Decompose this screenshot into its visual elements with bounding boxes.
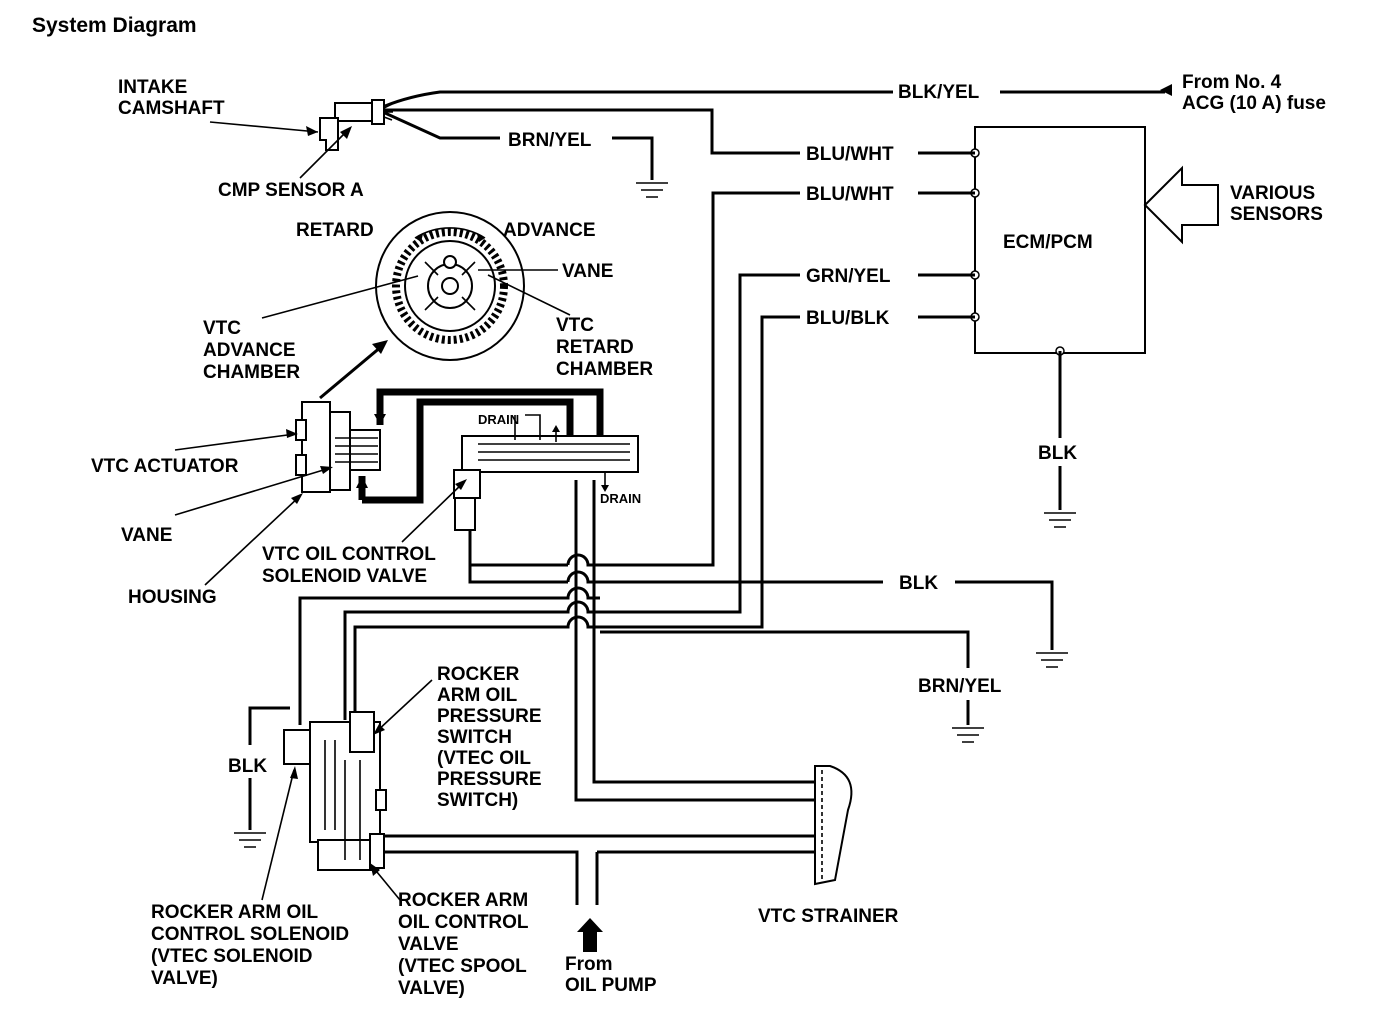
leader-line (299, 127, 351, 179)
arrowhead-icon (291, 493, 303, 504)
vane-top-label: VANE (562, 261, 613, 282)
arrowhead-icon (340, 126, 352, 139)
ground-icon (1036, 652, 1068, 668)
ecm-pcm-label: ECM/PCM (1003, 232, 1093, 253)
arrowhead-icon (372, 340, 388, 354)
vtc-vane-gear-icon (375, 211, 525, 361)
ground-icon (234, 832, 266, 848)
wire-brn-yel-mid: BRN/YEL (918, 676, 1002, 697)
vtc-oil-control-valve-icon (453, 414, 639, 531)
fuse-arrow-icon (1160, 84, 1172, 96)
cmp-sensor-icon (319, 99, 393, 151)
wire-brn-yel-top: BRN/YEL (508, 130, 592, 151)
arrowhead-icon (306, 126, 318, 136)
from-oil-pump-label: From OIL PUMP (565, 954, 657, 996)
rocker-arm-valve-label: ROCKER ARM OIL CONTROL VALVE (VTEC SPOOL… (398, 890, 533, 999)
leader-line (487, 274, 571, 316)
arrowhead-icon (373, 724, 385, 735)
wire-blu-wht-2: BLU/WHT (806, 184, 894, 205)
arrowhead-icon (320, 466, 333, 474)
ground-icon (952, 727, 984, 743)
leader-line (204, 495, 301, 586)
rocker-arm-solenoid-label: ROCKER ARM OIL CONTROL SOLENOID (VTEC SO… (151, 902, 354, 989)
wire-blk-ecm: BLK (1038, 443, 1077, 464)
vtc-actuator-icon (295, 401, 381, 493)
wire-blk-yel: BLK/YEL (898, 82, 980, 103)
diagram-title: System Diagram (32, 14, 197, 37)
wire-blk-left: BLK (228, 756, 267, 777)
oil-pump-arrow-icon (577, 918, 603, 952)
wire-blu-blk: BLU/BLK (806, 308, 890, 329)
ecm-pcm-box (974, 126, 1146, 354)
ground-icon (636, 182, 668, 198)
drain-right-label: DRAIN (600, 491, 641, 506)
advance-label: ADVANCE (503, 220, 596, 241)
leader-line (261, 275, 419, 319)
from-fuse-label: From No. 4 ACG (10 A) fuse (1182, 72, 1326, 114)
leader-line (174, 467, 331, 516)
wire-blu-wht-1: BLU/WHT (806, 144, 894, 165)
vane-left-label: VANE (121, 525, 172, 546)
intake-camshaft-label: INTAKE CAMSHAFT (118, 77, 225, 119)
vtc-actuator-label: VTC ACTUATOR (91, 456, 239, 477)
leader-line (209, 121, 319, 133)
wire-blk-mid: BLK (899, 573, 938, 594)
wire-grn-yel: GRN/YEL (806, 266, 891, 287)
ground-icon (1044, 512, 1076, 528)
rocker-arm-assembly-icon (283, 711, 387, 871)
arrowhead-icon (370, 863, 380, 876)
retard-label: RETARD (296, 220, 374, 241)
leader-line (174, 433, 296, 451)
vtc-strainer-label: VTC STRAINER (758, 906, 899, 927)
various-sensors-arrow-icon (1143, 165, 1219, 245)
arrowhead-icon (455, 479, 467, 490)
leader-line (375, 679, 433, 733)
oil-passages (356, 388, 604, 504)
oil-supply-pipe (378, 480, 815, 905)
leader-line (401, 481, 465, 543)
arrowhead-icon (286, 429, 298, 438)
cmp-sensor-label: CMP SENSOR A (218, 180, 364, 201)
rocker-arm-switch-label: ROCKER ARM OIL PRESSURE SWITCH (VTEC OIL… (437, 664, 547, 811)
vtc-retard-chamber-label: VTC RETARD CHAMBER (556, 315, 653, 380)
leader-arrow (319, 344, 383, 400)
vtc-advance-chamber-label: VTC ADVANCE CHAMBER (203, 318, 301, 383)
various-sensors-label: VARIOUS SENSORS (1230, 183, 1323, 225)
leader-line (261, 769, 295, 901)
vtc-oil-control-label: VTC OIL CONTROL SOLENOID VALVE (262, 544, 441, 587)
drain-top-label: DRAIN (478, 412, 519, 427)
housing-label: HOUSING (128, 587, 217, 608)
vtc-strainer-icon (814, 765, 853, 886)
arrowhead-icon (290, 766, 298, 779)
